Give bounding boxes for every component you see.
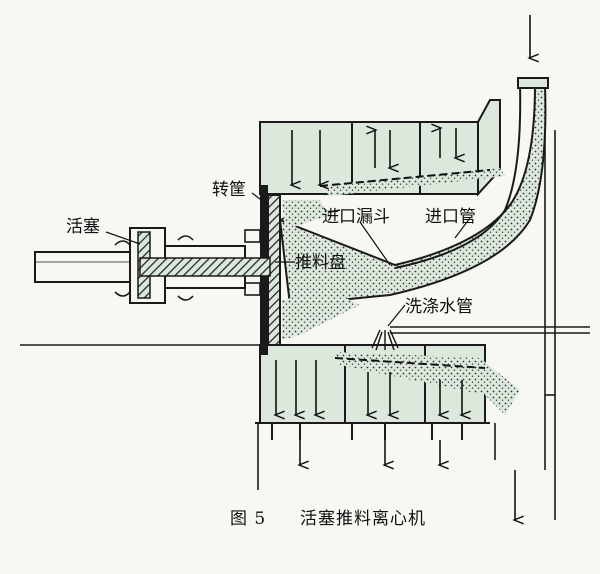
- filtrate-arrows: [276, 15, 530, 520]
- label-inlet-funnel: 进口漏斗: [322, 207, 390, 227]
- figure-title: 活塞推料离心机: [300, 509, 426, 529]
- figure-number: 图 5: [230, 509, 266, 529]
- label-wash-pipe: 洗涤水管: [405, 297, 473, 317]
- label-piston: 活塞: [66, 217, 100, 237]
- piston-rod: [34, 227, 271, 304]
- leader-lines: [105, 192, 471, 327]
- label-pusher-plate: 推料盘: [295, 253, 346, 273]
- label-rotating-basket: 转筐: [212, 180, 246, 200]
- label-inlet-pipe: 进口管: [425, 207, 476, 227]
- rotating-basket-lower: [255, 344, 520, 490]
- inlet-funnel-and-pipe: [278, 77, 549, 340]
- rotating-basket-upper: [259, 99, 505, 197]
- wash-spray: [371, 329, 399, 351]
- frame-lines: [20, 110, 590, 520]
